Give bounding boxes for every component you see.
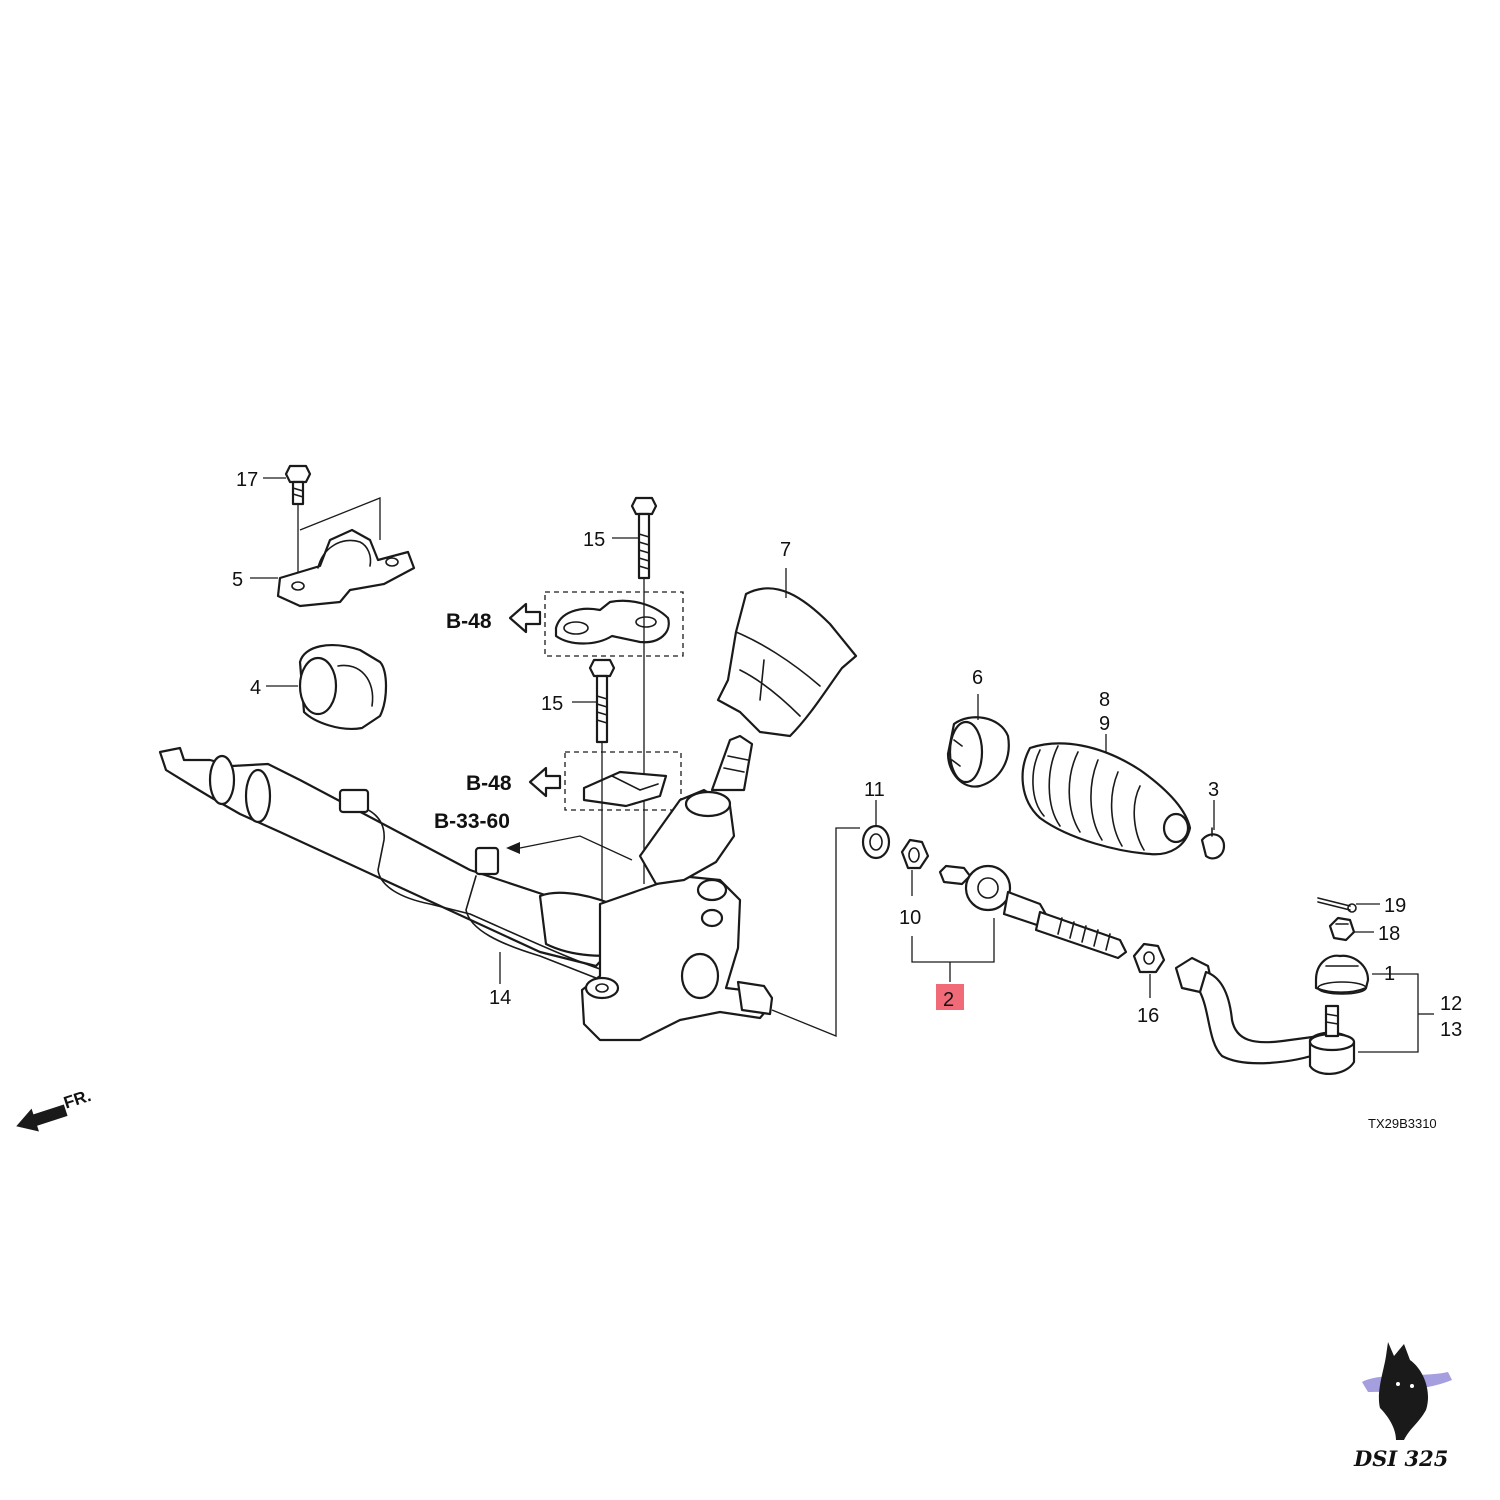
column-boot-7 (716, 587, 858, 738)
callout-16: 16 (1137, 1005, 1159, 1027)
callout-5: 5 (232, 569, 243, 591)
rack-boot-8-9 (1021, 742, 1192, 856)
callout-10: 10 (899, 907, 921, 929)
reference-b3360: B-33-60 (434, 810, 510, 833)
callout-14: 14 (489, 987, 511, 1009)
arrow-b48-upper (508, 602, 542, 634)
callout-11: 11 (864, 779, 885, 801)
callout-1: 1 (1384, 963, 1395, 985)
nut-16 (1132, 942, 1166, 974)
bolt-15-lower (588, 658, 616, 744)
steering-gearbox-14 (158, 734, 774, 1042)
bushing-4 (298, 644, 388, 730)
arrow-b48-lower (528, 766, 562, 798)
front-direction-arrow (16, 1104, 68, 1132)
b48-upper-box (544, 591, 684, 657)
b48-lower-box (564, 751, 682, 811)
clip-3 (1200, 827, 1226, 860)
tie-rod-end-12-13 (1174, 956, 1356, 1075)
callout-2: 2 (943, 989, 954, 1011)
callout-12: 12 (1440, 993, 1462, 1015)
lock-washer-10 (900, 838, 930, 870)
reference-b48-lower: B-48 (466, 772, 512, 795)
horse-logo: DSI 325 (1353, 1342, 1452, 1471)
callout-15-upper: 15 (583, 529, 605, 551)
logo-text: DSI 325 (1353, 1446, 1448, 1471)
cotter-pin-19 (1317, 897, 1357, 913)
diagram-code: TX29B3310 (1368, 1116, 1437, 1131)
ball-joint-boot-1 (1314, 954, 1370, 995)
mounting-plate-upper (554, 599, 670, 645)
callout-8: 8 (1099, 689, 1110, 711)
callout-7: 7 (780, 539, 791, 561)
band-clamp-6 (946, 716, 1010, 788)
b3360-reference-line (519, 835, 633, 861)
callout-2-highlight (936, 984, 964, 1010)
castle-nut-18 (1328, 916, 1356, 942)
washer-11 (861, 824, 891, 860)
callout-18: 18 (1378, 923, 1400, 945)
callout-15-lower: 15 (541, 693, 563, 715)
callout-13: 13 (1440, 1019, 1462, 1041)
callout-6: 6 (972, 667, 983, 689)
callout-4: 4 (250, 677, 261, 699)
callout-19: 19 (1384, 895, 1406, 917)
tie-rod-2 (938, 864, 1128, 960)
callout-17: 17 (236, 469, 258, 491)
mounting-plate-lower (582, 770, 668, 808)
callout-9: 9 (1099, 713, 1110, 735)
bolt-17 (284, 464, 312, 506)
stabilizer-bracket-5 (276, 528, 416, 608)
callout-3: 3 (1208, 779, 1219, 801)
front-indicator-label: FR. (61, 1086, 93, 1113)
reference-b48-upper: B-48 (446, 610, 492, 633)
